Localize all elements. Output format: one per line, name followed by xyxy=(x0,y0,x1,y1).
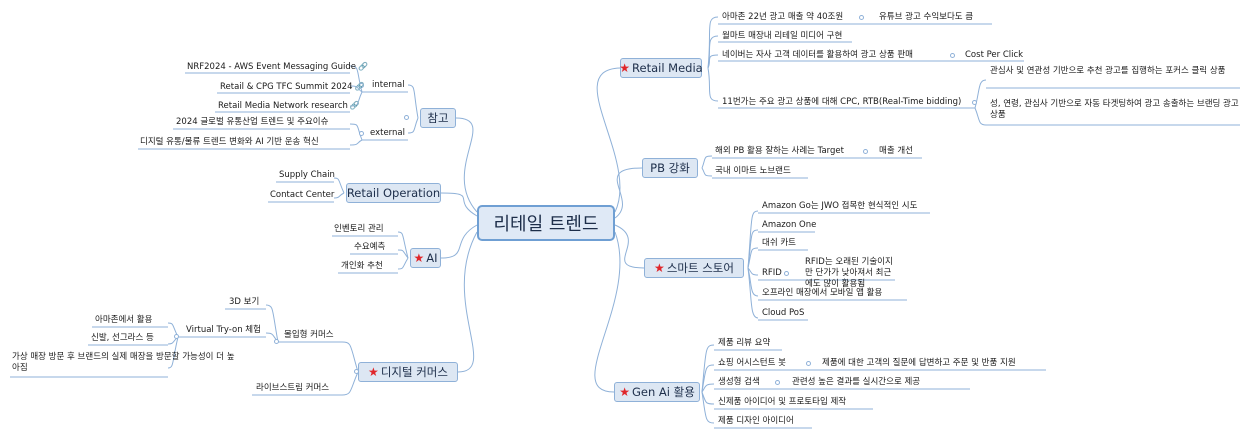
star-icon: ★ xyxy=(654,261,665,275)
link-text[interactable]: NRF2024 - AWS Event Messaging Guide xyxy=(187,62,356,72)
leaf-item[interactable]: RFID xyxy=(762,268,782,278)
connector-dot xyxy=(863,149,868,154)
leaf-item[interactable]: 라이브스트림 커머스 xyxy=(256,383,330,393)
star-icon: ★ xyxy=(413,251,425,265)
star-icon: ★ xyxy=(368,365,379,379)
branch-reference[interactable]: 참고 xyxy=(420,108,456,128)
leaf-item[interactable]: 아마존 22년 광고 매출 약 40조원 xyxy=(722,12,844,22)
branch-retail-media[interactable]: ★ Retail Media xyxy=(619,58,703,78)
leaf-item[interactable]: 2024 글로벌 유통산업 트렌드 및 주요이슈 xyxy=(176,117,329,127)
reference-link[interactable]: NRF2024 - AWS Event Messaging Guide🔗 xyxy=(187,61,368,73)
branch-label: AI xyxy=(426,251,438,265)
leaf-item[interactable]: 관심사 및 연관성 기반으로 추천 광고를 집행하는 포커스 클릭 상품 xyxy=(990,66,1226,76)
leaf-item[interactable]: 해외 PB 활용 잘하는 사례는 Target xyxy=(715,146,844,156)
connector-dot xyxy=(404,115,409,120)
leaf-item[interactable]: 아마존에서 활용 xyxy=(95,315,153,325)
leaf-item[interactable]: 제품 디자인 아이디어 xyxy=(718,416,794,426)
connector-dot xyxy=(359,83,364,88)
branch-label: 참고 xyxy=(427,111,449,125)
leaf-item[interactable]: 몰입형 커머스 xyxy=(284,330,334,340)
leaf-item[interactable]: 신발, 선그라스 등 xyxy=(91,333,154,343)
leaf-item[interactable]: 제품 리뷰 요약 xyxy=(718,338,771,348)
central-topic[interactable]: 리테일 트렌드 xyxy=(477,205,615,241)
leaf-item[interactable]: 3D 보기 xyxy=(229,297,260,307)
leaf-item[interactable]: 디지털 유통/물류 트렌드 변화와 AI 기반 운송 혁신 xyxy=(140,137,319,147)
leaf-item[interactable]: RFID는 오래된 기술이지만 단가가 낮아져서 최근에도 많이 활용됨 xyxy=(805,257,893,289)
reference-link[interactable]: Retail Media Network research🔗 xyxy=(218,100,360,112)
branch-label: 스마트 스토어 xyxy=(666,261,734,275)
branch-label: Retail Media xyxy=(632,61,703,75)
leaf-item[interactable]: 개인화 추천 xyxy=(341,261,383,271)
leaf-item[interactable]: 11번가는 주요 광고 상품에 대해 CPC, RTB(Real-Time bi… xyxy=(722,97,962,107)
reference-link[interactable]: Retail & CPG TFC Summit 2024🔗 xyxy=(220,81,364,93)
leaf-item[interactable]: 제품에 대한 고객의 질문에 답변하고 주문 및 반품 지원 xyxy=(822,358,1016,368)
connector-dot xyxy=(806,361,811,366)
link-text[interactable]: Retail & CPG TFC Summit 2024 xyxy=(220,82,353,92)
leaf-item[interactable]: 생성형 검색 xyxy=(718,377,760,387)
leaf-item[interactable]: 매출 개선 xyxy=(879,146,913,156)
leaf-item[interactable]: Amazon Go는 JWO 접목한 현식적인 시도 xyxy=(762,201,918,211)
link-icon[interactable]: 🔗 xyxy=(354,82,365,91)
leaf-item[interactable]: 오프라인 매장에서 모바일 앱 활용 xyxy=(762,288,883,298)
leaf-item[interactable]: 성, 연령, 관심사 기반으로 자동 타겟팅하여 광고 송출하는 브랜딩 광고 … xyxy=(990,99,1239,120)
branch-label: 디지털 커머스 xyxy=(380,365,448,379)
branch-label: Gen Ai 활용 xyxy=(631,385,695,399)
branch-label: Retail Operation xyxy=(346,186,441,200)
link-icon[interactable]: 🔗 xyxy=(358,62,368,71)
leaf-item[interactable]: Cost Per Click xyxy=(965,50,1024,60)
leaf-item[interactable]: Virtual Try-on 체험 xyxy=(186,325,261,335)
star-icon: ★ xyxy=(619,385,630,399)
connector-dot xyxy=(859,15,864,20)
branch-pb[interactable]: PB 강화 xyxy=(642,158,698,178)
leaf-item[interactable]: Supply Chain xyxy=(279,170,335,180)
connector-dot xyxy=(274,339,279,344)
leaf-item[interactable]: 인벤토리 관리 xyxy=(334,224,384,234)
star-icon: ★ xyxy=(619,61,631,75)
connector-dot xyxy=(359,131,364,136)
link-icon[interactable]: 🔗 xyxy=(349,101,360,110)
leaf-item[interactable]: 대쉬 카트 xyxy=(762,238,796,248)
leaf-item[interactable]: 관련성 높은 결과를 실시간으로 제공 xyxy=(792,377,921,387)
connector-dot xyxy=(174,334,179,339)
leaf-item[interactable]: 쇼핑 어시스턴트 봇 xyxy=(718,358,786,368)
branch-retail-operation[interactable]: Retail Operation xyxy=(346,183,441,203)
link-text[interactable]: Retail Media Network research xyxy=(218,101,348,111)
leaf-item[interactable]: 수요예측 xyxy=(354,242,386,252)
leaf-item[interactable]: Contact Center xyxy=(270,190,335,200)
leaf-item[interactable]: Cloud PoS xyxy=(762,308,805,318)
leaf-item[interactable]: 국내 이마트 노브랜드 xyxy=(715,166,791,176)
connector-dot xyxy=(972,100,977,105)
connector-dot xyxy=(775,380,780,385)
branch-digital-commerce[interactable]: ★ 디지털 커머스 xyxy=(358,362,458,382)
branch-gen-ai[interactable]: ★ Gen Ai 활용 xyxy=(614,382,700,402)
leaf-item[interactable]: 월마트 매장내 리테일 미디어 구현 xyxy=(722,31,843,41)
reference-internal[interactable]: internal xyxy=(372,80,405,90)
leaf-item[interactable]: 유튜브 광고 수익보다도 큼 xyxy=(879,12,974,22)
branch-label: PB 강화 xyxy=(650,161,690,175)
leaf-item[interactable]: 가상 매장 방문 후 브랜드의 실제 매장을 방문할 가능성이 더 높아짐 xyxy=(12,352,235,373)
connector-dot xyxy=(950,53,955,58)
reference-external[interactable]: external xyxy=(370,128,405,138)
branch-ai[interactable]: ★ AI xyxy=(410,248,441,268)
leaf-item[interactable]: Amazon One xyxy=(762,220,817,230)
leaf-item[interactable]: 네이버는 자사 고객 데이터를 활용하여 광고 상품 판매 xyxy=(722,50,913,60)
connector-dot xyxy=(784,271,789,276)
connector-dot xyxy=(354,369,359,374)
leaf-item[interactable]: 신제품 아이디어 및 프로토타입 제작 xyxy=(718,397,847,407)
branch-smart-store[interactable]: ★ 스마트 스토어 xyxy=(644,258,744,278)
